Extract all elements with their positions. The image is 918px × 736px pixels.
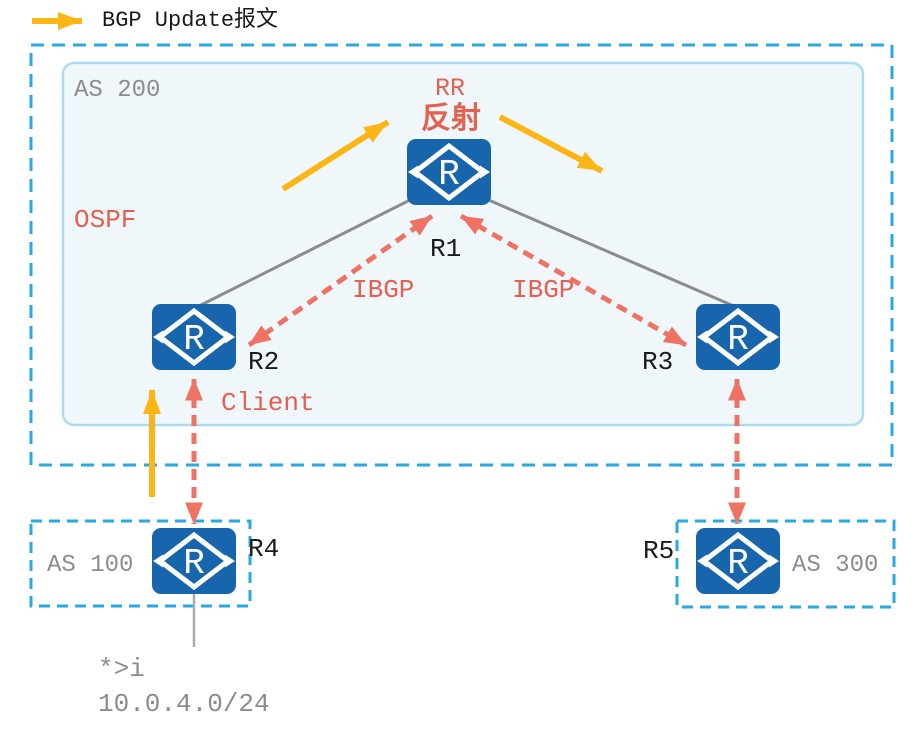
- router-icon-r4: R: [152, 528, 236, 594]
- rr-label: RR: [435, 74, 466, 103]
- r1-label: R1: [430, 234, 462, 264]
- router-icon-r1: R: [407, 139, 491, 205]
- router-diamond: [155, 307, 233, 367]
- router-left-arrow-tip: [697, 554, 707, 568]
- router-diamond: [155, 531, 233, 591]
- router-icon-r3: R: [696, 304, 780, 370]
- router-left-arrow-tip: [408, 165, 418, 179]
- router-right-arrow-tip: [769, 330, 779, 344]
- router-icon-r5: R: [696, 528, 780, 594]
- as100-boundary: [29, 519, 252, 608]
- reflect-label: 反射: [421, 102, 481, 135]
- ibgp-right-label: IBGP: [512, 275, 575, 305]
- router-diamond: [410, 142, 488, 202]
- ibgp-session-r2-r1: [247, 213, 434, 348]
- router-left-arrow-tip: [697, 330, 707, 344]
- bgp-update-arrow-to-rr: [281, 119, 390, 192]
- router-glyph: R: [183, 543, 205, 584]
- route-entry-flags: *>i: [98, 654, 145, 684]
- bgp-update-arrow-from-rr: [498, 114, 604, 174]
- router-icon-r2: R: [152, 304, 236, 370]
- as300-boundary: [675, 519, 896, 609]
- router-glyph: R: [183, 319, 205, 360]
- router-right-arrow-tip: [225, 330, 235, 344]
- router-diamond: [699, 307, 777, 367]
- router-body: [152, 528, 236, 594]
- as100-label: AS 100: [47, 552, 134, 579]
- route-entry-prefix: 10.0.4.0/24: [98, 689, 270, 719]
- router-body: [152, 304, 236, 370]
- router-diamond: [699, 531, 777, 591]
- router-left-arrow-tip: [153, 330, 163, 344]
- router-right-arrow-tip: [480, 165, 490, 179]
- as300-label: AS 300: [792, 552, 879, 579]
- as200-boundary: [29, 43, 894, 467]
- r5-label: R5: [643, 536, 675, 566]
- router-glyph: R: [727, 319, 749, 360]
- ibgp-session-r1-r3: [459, 213, 688, 348]
- as200-label: AS 200: [74, 77, 161, 104]
- ibgp-left-label: IBGP: [352, 275, 415, 305]
- r3-label: R3: [642, 347, 674, 377]
- ospf-label: OSPF: [74, 205, 137, 235]
- router-right-arrow-tip: [225, 554, 235, 568]
- r2-label: R2: [248, 347, 280, 377]
- router-body: [696, 304, 780, 370]
- legend-label: BGP Update报文: [102, 8, 279, 33]
- r4-label: R4: [248, 534, 280, 564]
- router-glyph: R: [727, 543, 749, 584]
- client-label: Client: [221, 388, 315, 418]
- router-body: [407, 139, 491, 205]
- router-glyph: R: [438, 154, 460, 195]
- router-body: [696, 528, 780, 594]
- router-right-arrow-tip: [769, 554, 779, 568]
- router-left-arrow-tip: [153, 554, 163, 568]
